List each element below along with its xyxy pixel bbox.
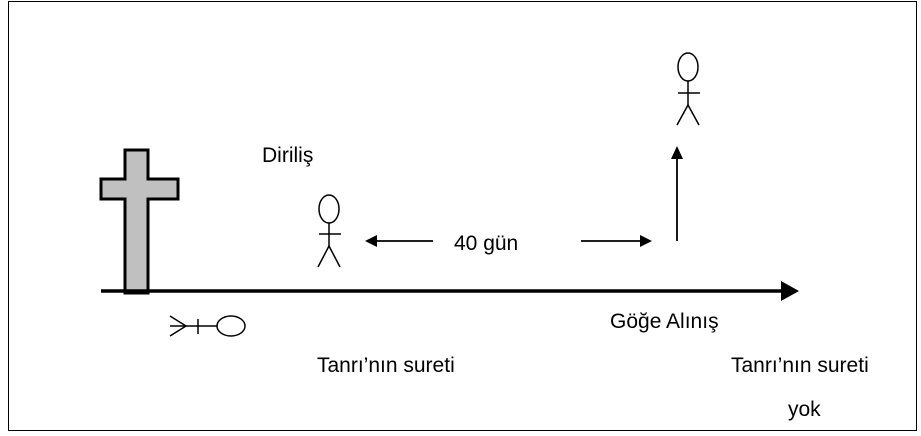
resurrection-label: Diriliş <box>262 144 314 167</box>
image-of-god-label: Tanrı’nın sureti <box>317 354 455 377</box>
forty-days-left-arrow <box>365 235 433 247</box>
ascended-figure-icon <box>676 52 700 126</box>
image-of-god-gone-label-line2: yok <box>788 398 821 421</box>
standing-figure-icon <box>317 194 341 268</box>
ascension-label: Göğe Alınış <box>610 310 719 333</box>
diagram-frame <box>8 1 917 431</box>
lying-figure-icon <box>169 315 246 337</box>
forty-days-label: 40 gün <box>454 232 519 255</box>
timeline-arrow <box>101 281 799 301</box>
image-of-god-gone-label-line1: Tanrı’nın sureti <box>731 354 869 377</box>
ascension-up-arrow <box>671 146 683 241</box>
cross-icon <box>99 148 180 295</box>
forty-days-right-arrow <box>581 235 652 247</box>
